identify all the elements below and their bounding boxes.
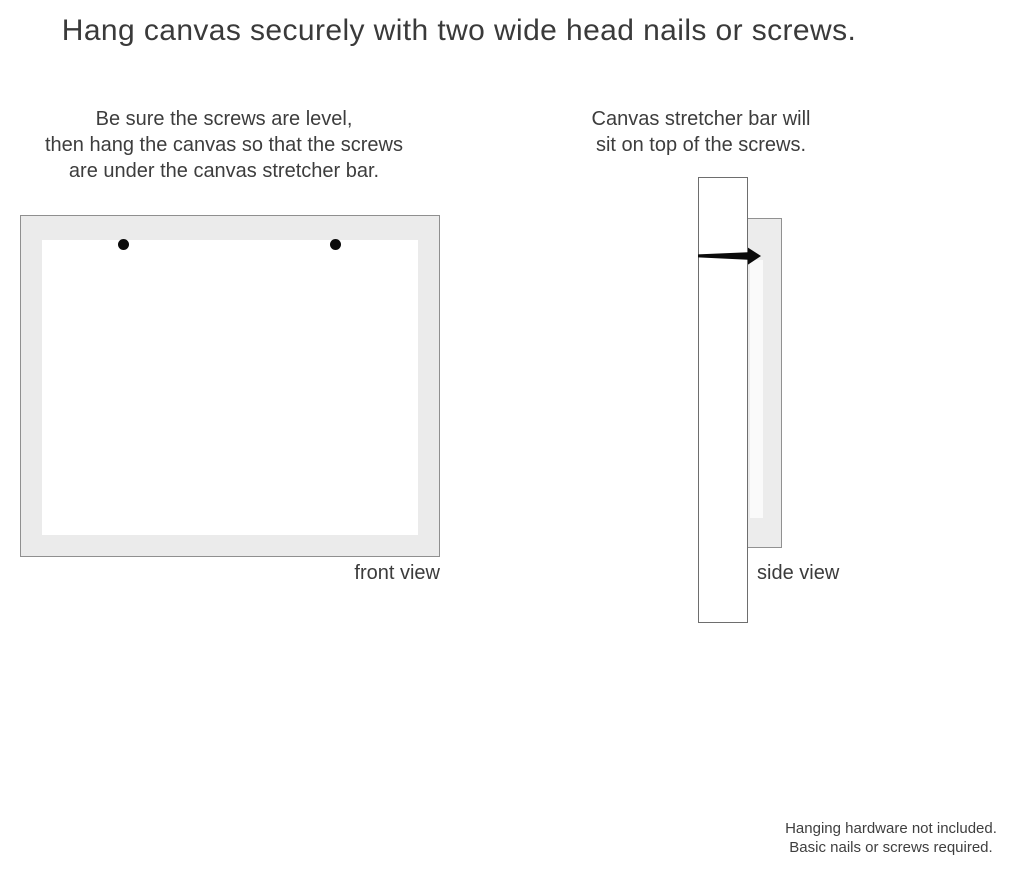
nail-head-left-icon (118, 239, 129, 250)
instruction-line: sit on top of the screws. (595, 134, 807, 156)
instruction-line: Be sure the screws are level, (95, 108, 353, 130)
side-view-stretcher-bar (698, 177, 748, 623)
front-view-label: front view (354, 562, 440, 584)
side-view-instruction: Canvas stretcher bar will sit on top of … (551, 106, 851, 158)
front-view-canvas-face (42, 240, 418, 535)
nail-icon (698, 247, 761, 265)
instruction-line: are under the canvas stretcher bar. (68, 160, 380, 182)
front-view-instruction: Be sure the screws are level, then hang … (24, 106, 424, 184)
nail-head-right-icon (330, 239, 341, 250)
side-view-label: side view (757, 562, 840, 584)
instruction-line: then hang the canvas so that the screws (45, 134, 403, 156)
disclaimer-line: Hanging hardware not included. (785, 820, 997, 837)
disclaimer-line: Basic nails or screws required. (789, 839, 993, 856)
instruction-line: Canvas stretcher bar will (591, 108, 811, 130)
page-title: Hang canvas securely with two wide head … (61, 14, 857, 47)
hardware-disclaimer: Hanging hardware not included. Basic nai… (741, 819, 1024, 857)
side-view-canvas-inner-edge (750, 260, 763, 518)
